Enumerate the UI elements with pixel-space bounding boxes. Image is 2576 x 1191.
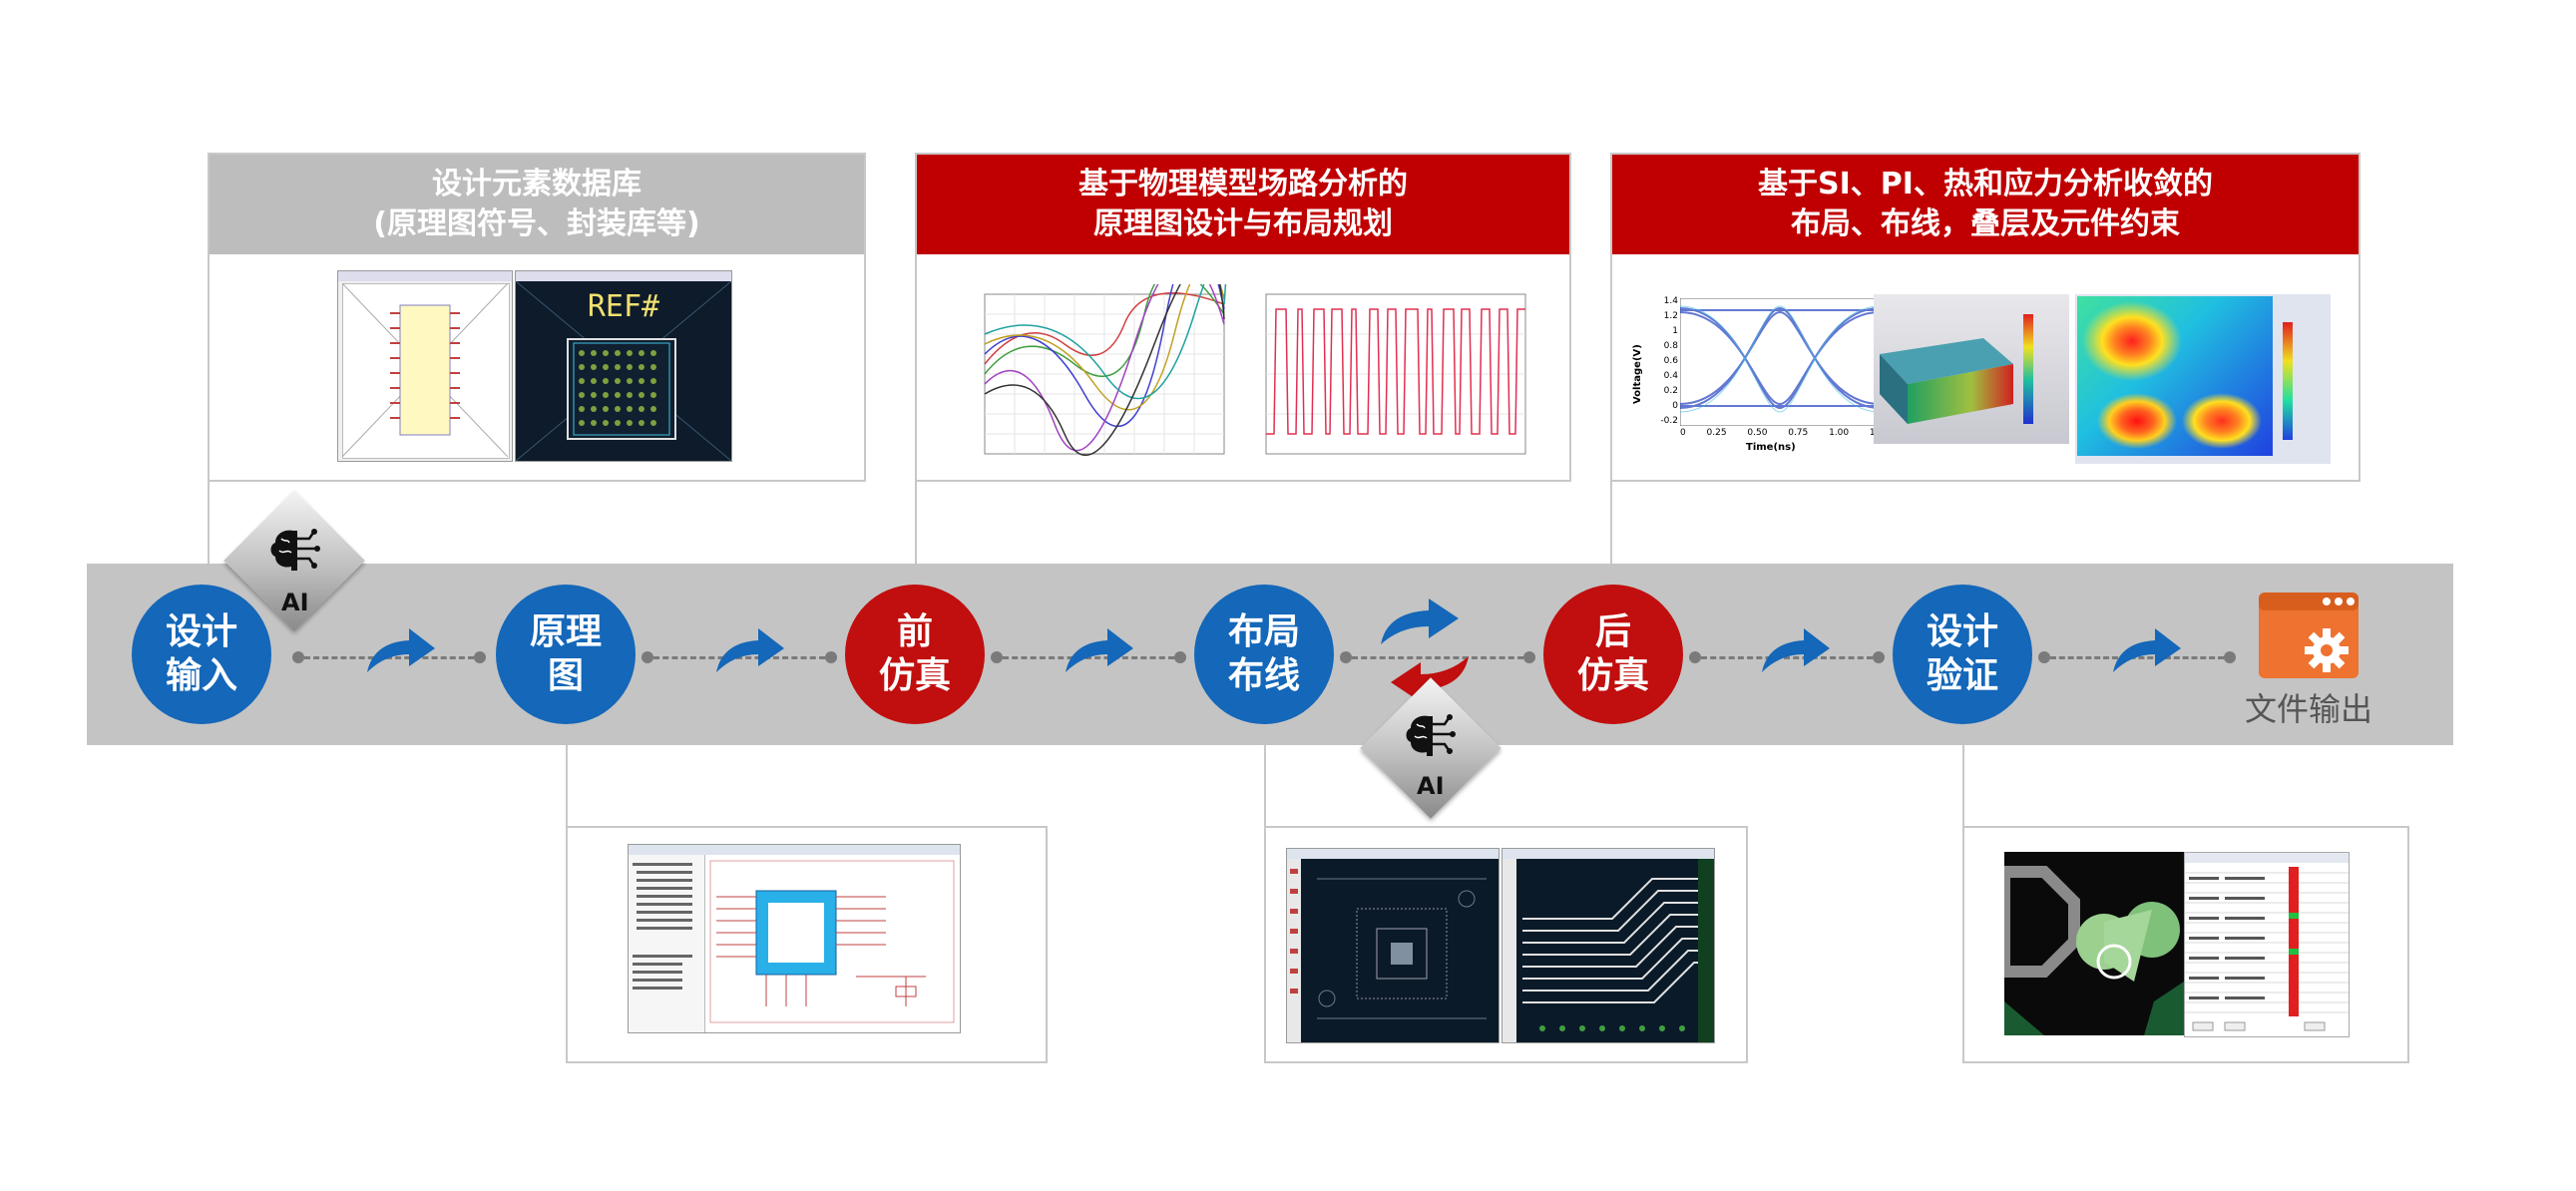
- ref-designator: REF#: [587, 289, 660, 324]
- flow-arrow-icon: [716, 628, 784, 672]
- panel-header: 设计元素数据库 (原理图符号、封装库等): [210, 155, 864, 254]
- connector-dot: [2224, 651, 2236, 663]
- panel-title-line2: 原理图设计与布局规划: [1093, 206, 1393, 241]
- eye-xlabel: Time(ns): [1746, 442, 1796, 453]
- connector-dot: [642, 651, 653, 663]
- step-label-line2: 验证: [1926, 655, 1998, 696]
- connector-dot: [1873, 651, 1885, 663]
- step-label-line1: 前: [896, 611, 933, 652]
- pcb-layout-thumbnail: [1286, 848, 1500, 1043]
- drc-report-table: [2184, 852, 2350, 1037]
- connector-dot: [292, 651, 304, 663]
- ai-label: AI: [1417, 772, 1445, 800]
- step-layout-routing: 布局 布线: [1194, 585, 1334, 724]
- stress-simulation-thumbnail: [1874, 294, 2069, 444]
- step-design-input: 设计 输入: [132, 585, 271, 724]
- panel-post-sim: 基于SI、PI、热和应力分析收敛的 布局、布线，叠层及元件约束 Voltage(…: [1610, 153, 2361, 482]
- schematic-editor-thumbnail: [628, 844, 961, 1033]
- step-label-line1: 设计: [1926, 611, 1998, 652]
- panel-header: 基于物理模型场路分析的 原理图设计与布局规划: [917, 155, 1569, 254]
- flow-arrow-icon: [2113, 628, 2181, 672]
- flow-arrow-icon: [1066, 628, 1133, 672]
- drc-zoom-thumbnail: [1998, 852, 2184, 1035]
- panel-title-line2: 布局、布线，叠层及元件约束: [1791, 206, 2180, 241]
- step-design-verification: 设计 验证: [1893, 585, 2032, 724]
- step-label-line2: 仿真: [878, 655, 951, 696]
- flow-dash: [653, 656, 825, 659]
- connector-dot: [825, 651, 837, 663]
- panel-title-line1: 基于SI、PI、热和应力分析收敛的: [1758, 167, 2213, 201]
- flow-dash: [2050, 656, 2224, 659]
- panel-pcb-layout: [1264, 826, 1748, 1063]
- step-label-line2: 仿真: [1576, 655, 1649, 696]
- connector-line: [1610, 482, 1612, 564]
- eye-x-ticks: 00.250.50 0.751.001.25: [1680, 428, 1890, 438]
- connector-dot: [1523, 651, 1535, 663]
- footprint-editor-thumbnail: REF#: [515, 270, 732, 462]
- ai-label: AI: [281, 589, 309, 616]
- panel-pre-sim: 基于物理模型场路分析的 原理图设计与布局规划: [915, 153, 1571, 482]
- connector-dot: [1689, 651, 1701, 663]
- step-label-line1: 布局: [1227, 611, 1300, 652]
- step-pre-simulation: 前 仿真: [845, 585, 985, 724]
- thermal-map-thumbnail: [2075, 294, 2331, 464]
- file-output-icon: [2259, 593, 2359, 678]
- flow-dash: [1352, 656, 1523, 659]
- step-schematic: 原理 图: [496, 585, 636, 724]
- forward-loop-arrow-icon: [1381, 598, 1459, 644]
- step-label-line1: 原理: [529, 611, 602, 652]
- panel-design-library: 设计元素数据库 (原理图符号、封装库等) REF#: [208, 153, 866, 482]
- step-post-simulation: 后 仿真: [1543, 585, 1683, 724]
- connector-dot: [2038, 651, 2050, 663]
- eye-ylabel: Voltage(V): [1632, 344, 1643, 404]
- step-label-line2: 输入: [165, 655, 237, 696]
- step-label-line1: 后: [1594, 611, 1631, 652]
- flow-dash: [1003, 656, 1174, 659]
- panel-title-line1: 设计元素数据库: [432, 167, 642, 201]
- flow-arrow-icon: [1762, 628, 1830, 672]
- panel-design-verification: [1962, 826, 2409, 1063]
- file-output-label: 文件输出: [2245, 690, 2373, 728]
- connector-line: [1962, 745, 1964, 826]
- routing-thumbnail: [1502, 848, 1715, 1043]
- connector-dot: [1340, 651, 1352, 663]
- connector-dot: [991, 651, 1003, 663]
- connector-dot: [1174, 651, 1186, 663]
- step-label-line2: 布线: [1227, 655, 1300, 696]
- s-parameter-plot: [984, 284, 1227, 456]
- connector-line: [1264, 745, 1266, 826]
- waveform-plot: [1265, 293, 1526, 455]
- flow-dash: [1701, 656, 1873, 659]
- symbol-editor-thumbnail: [337, 270, 513, 462]
- step-label-line2: 图: [547, 655, 584, 696]
- panel-title-line2: (原理图符号、封装库等): [373, 206, 700, 241]
- connector-line: [208, 482, 210, 564]
- connector-line: [915, 482, 917, 564]
- ai-brain-icon: [1406, 714, 1456, 756]
- panel-header: 基于SI、PI、热和应力分析收敛的 布局、布线，叠层及元件约束: [1612, 155, 2359, 254]
- panel-title-line1: 基于物理模型场路分析的: [1078, 167, 1408, 201]
- step-label-line1: 设计: [165, 611, 237, 652]
- ai-brain-icon: [270, 529, 320, 571]
- connector-line: [566, 745, 568, 826]
- flow-arrow-icon: [367, 628, 435, 672]
- connector-dot: [474, 651, 486, 663]
- panel-schematic-editor: [566, 826, 1048, 1063]
